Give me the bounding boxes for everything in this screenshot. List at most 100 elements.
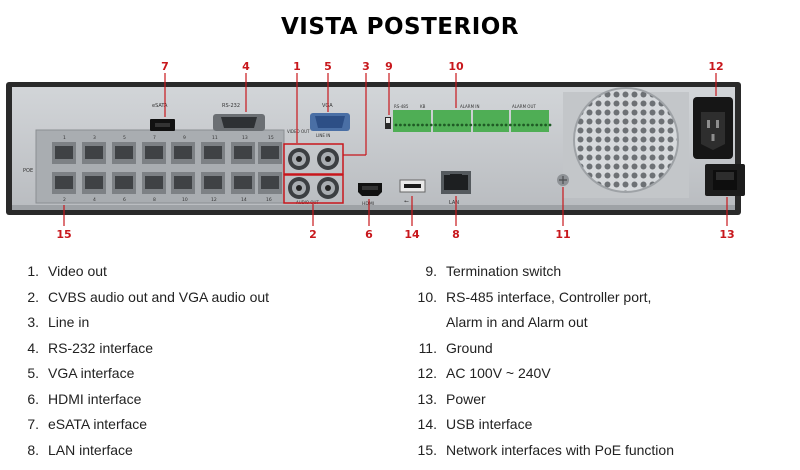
svg-text:3: 3 xyxy=(93,135,96,141)
bnc-connectors xyxy=(288,148,339,199)
rear-panel-photo: POE 1 3 5 7 9 11 13 15 2 4 6 8 10 12 14 … xyxy=(6,60,745,241)
legend-item: 12.AC 100V ~ 240V xyxy=(417,365,551,381)
callout-6: 6 xyxy=(365,228,373,241)
callout-15: 15 xyxy=(56,228,71,241)
alarm-out-label: ALARM OUT xyxy=(512,104,536,109)
svg-text:16: 16 xyxy=(266,197,272,203)
terminal-screw xyxy=(421,123,424,127)
rj45-port-socket xyxy=(85,176,103,189)
callout-13: 13 xyxy=(719,228,734,241)
legend-item: 2.CVBS audio out and VGA audio out xyxy=(27,288,270,305)
terminal-blocks xyxy=(393,110,552,132)
terminal-screw xyxy=(495,123,499,127)
callout-8: 8 xyxy=(452,228,460,241)
svg-text:11: 11 xyxy=(212,135,218,141)
terminal-screw xyxy=(509,123,512,127)
alarm-in-label: ALARM IN xyxy=(460,104,479,109)
terminal-screw xyxy=(403,123,407,127)
rj45-port-socket xyxy=(261,176,279,189)
terminal-screw xyxy=(412,123,415,127)
rj45-port-socket xyxy=(204,146,222,159)
line-in-label: LINE IN xyxy=(316,133,330,138)
terminal-screw xyxy=(491,123,495,127)
legend-item: 13.Power xyxy=(417,390,486,407)
power-switch xyxy=(705,164,745,196)
rj45-port-socket xyxy=(85,146,103,159)
usb-symbol: ⭠ xyxy=(404,198,409,205)
rj45-port-socket xyxy=(145,146,163,159)
callout-7: 7 xyxy=(161,60,169,73)
rj45-port-socket xyxy=(234,176,252,189)
vga-audio-out-bnc xyxy=(317,177,339,199)
terminal-screw xyxy=(517,123,521,127)
callout-leaders xyxy=(63,73,728,226)
legend-item: 14.USB interface xyxy=(417,416,533,432)
rs232-port xyxy=(213,114,265,131)
video-out-label: VIDEO OUT xyxy=(287,129,310,134)
svg-text:6: 6 xyxy=(123,197,126,203)
esata-label: eSATA xyxy=(152,103,168,109)
rj45-port-socket xyxy=(115,146,133,159)
poe-label: POE xyxy=(23,168,33,174)
terminal-screw xyxy=(513,123,517,127)
svg-text:13: 13 xyxy=(242,135,248,141)
usb-port xyxy=(399,179,426,193)
terminal-screw xyxy=(531,123,534,127)
svg-text:2: 2 xyxy=(63,197,66,203)
terminal-screw xyxy=(447,123,451,127)
callout-11: 11 xyxy=(555,228,570,241)
callout-box-video-out xyxy=(283,143,344,175)
svg-text:10: 10 xyxy=(182,197,188,203)
terminal-screw xyxy=(394,123,398,127)
rj45-port-socket xyxy=(174,176,192,189)
svg-text:12: 12 xyxy=(211,197,217,203)
callout-2: 2 xyxy=(309,228,317,241)
cvbs-audio-out-bnc xyxy=(288,177,310,199)
rs485-label: RS-485 xyxy=(394,104,409,109)
rj45-port-socket xyxy=(55,146,73,159)
port-number-bottom: 2 4 6 8 10 12 14 16 xyxy=(63,197,272,203)
legend-item-continuation: Alarm in and Alarm out xyxy=(446,314,588,330)
fan-grill xyxy=(574,88,678,192)
terminal-screw xyxy=(504,123,508,127)
svg-text:14: 14 xyxy=(241,197,247,203)
svg-text:7: 7 xyxy=(153,135,156,141)
terminal-screw xyxy=(482,123,486,127)
legend-item: 10.RS-485 interface, Controller port, xyxy=(417,288,652,305)
svg-text:4: 4 xyxy=(93,197,96,203)
terminal-screw xyxy=(548,123,552,127)
svg-text:8: 8 xyxy=(153,197,156,203)
svg-text:5: 5 xyxy=(123,135,126,141)
callout-numbers: 7 4 1 5 3 9 10 12 15 2 6 14 8 11 13 xyxy=(56,60,734,241)
legend-item: 8.LAN interface xyxy=(27,441,133,458)
terminal-screw xyxy=(425,123,429,127)
line-in-bnc xyxy=(317,148,339,170)
rj45-port-socket xyxy=(234,146,252,159)
terminal-screw xyxy=(500,123,503,127)
rj45-port-socket xyxy=(204,176,222,189)
terminal-screw xyxy=(469,123,473,127)
legend-item: 9.Termination switch xyxy=(425,263,562,279)
lan-port xyxy=(441,171,471,194)
legend-item: 1.Video out xyxy=(27,263,107,279)
terminal-screw xyxy=(478,123,481,127)
legend-item: 7.eSATA interface xyxy=(27,416,148,432)
terminal-screw xyxy=(399,123,402,127)
svg-text:15: 15 xyxy=(268,135,274,141)
terminal-screw xyxy=(526,123,530,127)
legend-item: 6.HDMI interface xyxy=(27,390,142,407)
terminal-screw xyxy=(451,123,455,127)
terminal-screw xyxy=(456,123,459,127)
rj45-port-socket xyxy=(145,176,163,189)
terminal-screw xyxy=(460,123,464,127)
rj45-port-socket xyxy=(55,176,73,189)
hdmi-label: HDMI xyxy=(362,201,374,207)
terminal-screw xyxy=(443,123,446,127)
legend-item: 5.VGA interface xyxy=(27,365,135,381)
ac-power-inlet xyxy=(693,97,733,159)
svg-text:1: 1 xyxy=(63,135,66,141)
rj45-port-socket xyxy=(174,146,192,159)
terminal-screw xyxy=(465,123,468,127)
hdmi-port xyxy=(358,183,382,196)
terminal-screw xyxy=(438,123,442,127)
